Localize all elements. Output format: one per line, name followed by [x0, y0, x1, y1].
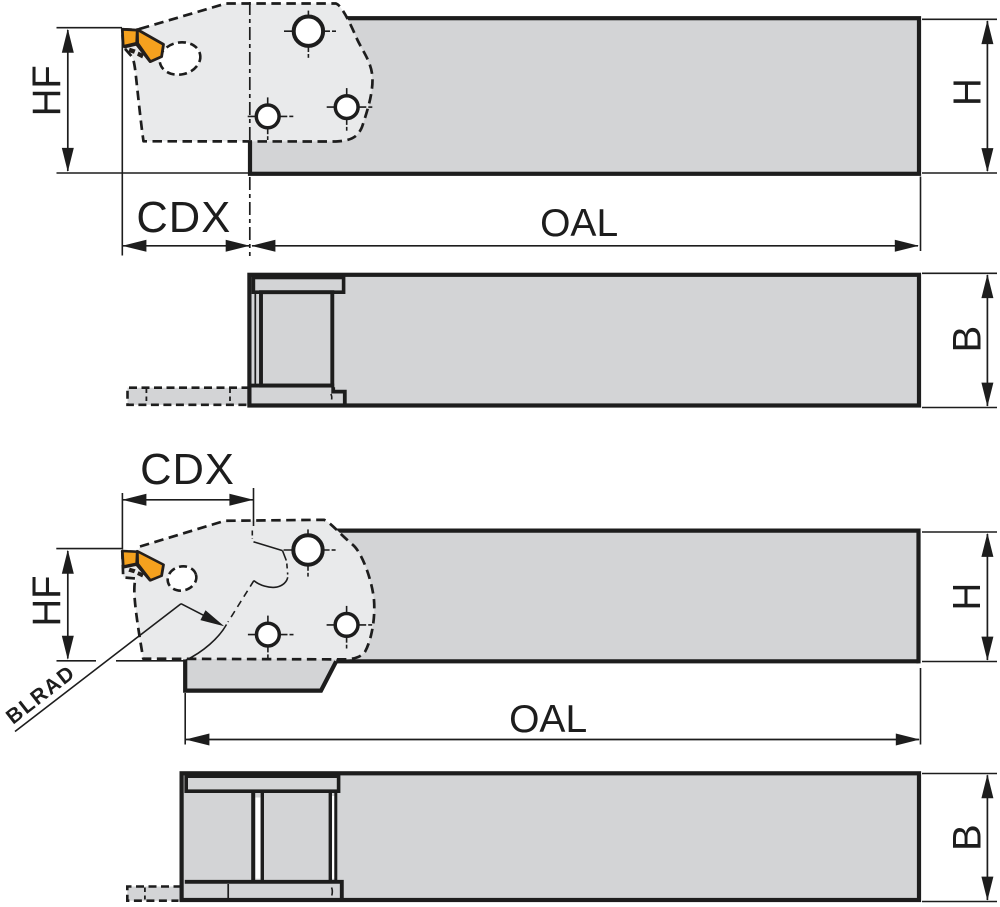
- svg-text:H: H: [946, 583, 989, 611]
- svg-text:OAL: OAL: [509, 698, 587, 741]
- svg-text:HF: HF: [25, 65, 69, 116]
- svg-text:OAL: OAL: [540, 202, 618, 245]
- svg-text:B: B: [946, 824, 990, 851]
- svg-text:B: B: [946, 326, 990, 353]
- svg-text:CDX: CDX: [136, 194, 231, 242]
- svg-text:H: H: [947, 78, 990, 106]
- svg-text:BLRAD: BLRAD: [2, 661, 80, 729]
- svg-text:CDX: CDX: [140, 446, 235, 494]
- svg-text:HF: HF: [25, 575, 69, 626]
